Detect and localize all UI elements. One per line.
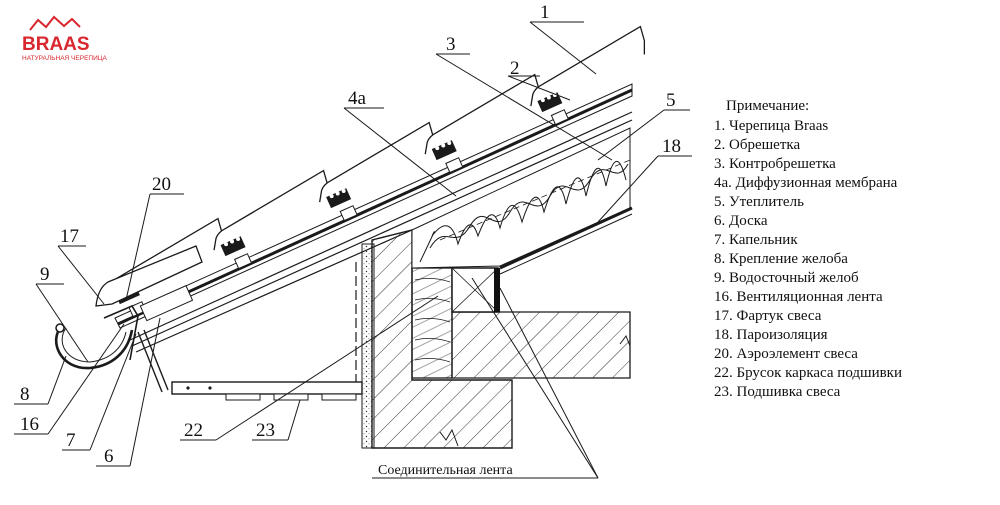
gutter bbox=[54, 323, 134, 370]
callout-1: 1 bbox=[540, 2, 550, 23]
callout-5: 5 bbox=[666, 90, 676, 111]
wall-plate-beam bbox=[411, 267, 453, 379]
legend-item: 23. Подшивка свеса bbox=[714, 384, 841, 400]
legend-item: 5. Утеплитель bbox=[714, 194, 804, 210]
eave-tile bbox=[95, 245, 203, 307]
roof-deck bbox=[114, 83, 633, 353]
legend-item: 17. Фартук свеса bbox=[714, 308, 822, 324]
legend-item: 20. Аэроэлемент свеса bbox=[714, 346, 858, 362]
callout-labels: 1 2 3 4а 5 18 20 17 9 8 16 7 6 22 23 bbox=[20, 2, 681, 467]
soffit bbox=[171, 262, 363, 401]
vapour-barrier bbox=[439, 159, 633, 275]
support-post bbox=[451, 267, 500, 313]
callout-16: 16 bbox=[20, 414, 39, 435]
roof-tile bbox=[530, 25, 646, 126]
roof-tiles bbox=[95, 25, 646, 318]
gutter-bracket bbox=[103, 285, 194, 393]
legend: Примечание: 1. Черепица Braas 2. Обрешетк… bbox=[714, 98, 902, 400]
legend-item: 4а. Диффузионная мембрана bbox=[714, 175, 898, 191]
logo-tagline: НАТУРАЛЬНАЯ ЧЕРЕПИЦА bbox=[22, 55, 108, 62]
callout-22: 22 bbox=[184, 420, 203, 441]
logo-roof-icon bbox=[29, 15, 81, 31]
legend-item: 2. Обрешетка bbox=[714, 137, 800, 153]
legend-item: 16. Вентиляционная лента bbox=[714, 289, 883, 305]
roof-tile bbox=[213, 169, 329, 270]
legend-item: 7. Капельник bbox=[714, 232, 798, 248]
callout-8: 8 bbox=[20, 384, 30, 405]
legend-item: 8. Крепление желоба bbox=[714, 251, 848, 267]
callout-18: 18 bbox=[662, 136, 681, 157]
braas-logo: BRAAS НАТУРАЛЬНАЯ ЧЕРЕПИЦА bbox=[22, 15, 108, 62]
leader-lines bbox=[14, 21, 692, 479]
callout-2: 2 bbox=[510, 58, 520, 79]
callout-4a: 4а bbox=[348, 88, 367, 109]
callout-3: 3 bbox=[446, 34, 456, 55]
connecting-tape-caption: Соединительная лента bbox=[378, 463, 513, 478]
legend-item: 18. Пароизоляция bbox=[714, 327, 828, 343]
callout-6: 6 bbox=[104, 446, 114, 467]
ceiling-slab bbox=[451, 311, 631, 379]
callout-20: 20 bbox=[152, 174, 171, 195]
callout-23: 23 bbox=[256, 420, 275, 441]
legend-item: 22. Брусок каркаса подшивки bbox=[714, 365, 902, 381]
callout-7: 7 bbox=[66, 430, 76, 451]
callout-17: 17 bbox=[60, 226, 79, 247]
callout-9: 9 bbox=[40, 264, 50, 285]
logo-brand: BRAAS bbox=[22, 34, 90, 55]
roof-tile bbox=[319, 121, 434, 222]
legend-item: 1. Черепица Braas bbox=[714, 118, 828, 134]
legend-item: 9. Водосточный желоб bbox=[714, 270, 859, 286]
legend-item: 3. Контробрешетка bbox=[714, 156, 836, 172]
legend-title: Примечание: bbox=[726, 98, 809, 114]
legend-item: 6. Доска bbox=[714, 213, 768, 229]
